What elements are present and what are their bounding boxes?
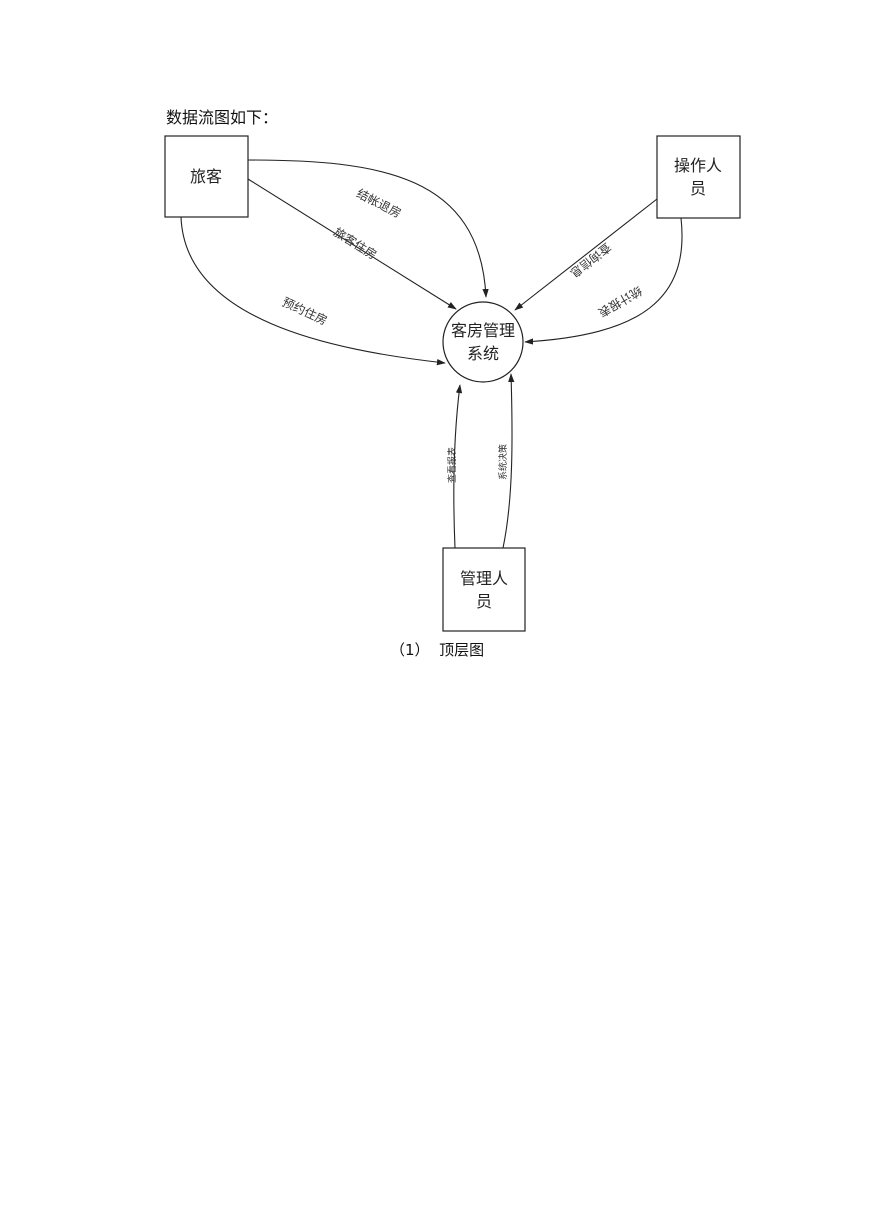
entity-manager: 管理人 员 — [442, 547, 526, 632]
flow-line-stat-report — [524, 217, 683, 345]
flow-line-checkout — [247, 159, 489, 298]
flow-label-reserve: 预约住房 — [280, 294, 330, 328]
process-circle — [442, 301, 524, 383]
entity-manager-box — [442, 547, 526, 632]
entity-operator: 操作人 员 — [656, 135, 741, 219]
flow-line-query-info — [514, 198, 658, 311]
entity-operator-box — [656, 135, 741, 219]
process-label-line2: 系统 — [467, 344, 499, 363]
flow-label-view-report: 查看报表 — [446, 447, 458, 483]
entity-traveler-label: 旅客 — [190, 167, 222, 186]
entity-operator-label-line2: 员 — [690, 179, 706, 198]
process-room-management-system: 客房管理 系统 — [442, 301, 524, 383]
entity-traveler: 旅客 — [164, 135, 249, 218]
flow-line-checkin — [247, 178, 457, 310]
flow-line-decision — [502, 373, 515, 549]
entity-operator-label-line1: 操作人 — [674, 156, 722, 175]
flow-label-query-info: 查询信息 — [567, 240, 614, 281]
flow-line-view-report — [453, 384, 463, 549]
entity-traveler-box — [164, 135, 249, 218]
flow-label-checkin: 旅客住房 — [331, 224, 380, 262]
flow-line-reserve — [180, 216, 446, 366]
figure-caption: （1） 顶层图 — [390, 641, 485, 659]
flow-label-checkout: 结帐退房 — [354, 185, 404, 220]
process-label-line1: 客房管理 — [451, 321, 515, 340]
intro-text: 数据流图如下： — [166, 108, 279, 127]
flow-label-stat-report: 统计报表 — [596, 283, 645, 320]
flow-label-decision: 系统决策 — [497, 444, 509, 480]
entity-manager-label-line1: 管理人 — [460, 569, 508, 588]
entity-manager-label-line2: 员 — [476, 592, 492, 611]
